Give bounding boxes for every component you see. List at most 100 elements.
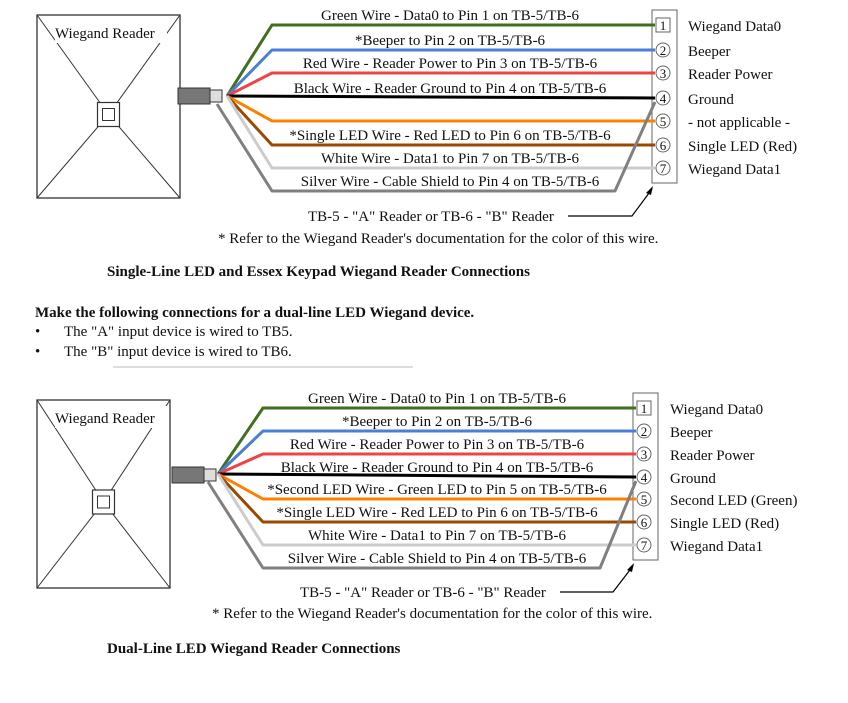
- footnote-1: * Refer to the Wiegand Reader's document…: [218, 231, 659, 247]
- cable-connector: [203, 468, 217, 482]
- wire-label: Green Wire - Data0 to Pin 1 on TB-5/TB-6: [321, 8, 579, 24]
- pin-number: 3: [641, 447, 648, 462]
- wire-8: [215, 101, 657, 193]
- wire-6: [225, 94, 655, 147]
- wire-label: *Beeper to Pin 2 on TB-5/TB-6: [355, 33, 546, 49]
- terminal-note: TB-5 - "A" Reader or TB-6 - "B" Reader: [308, 209, 554, 225]
- wire-2: [225, 48, 655, 98]
- wire-label: *Single LED Wire - Red LED to Pin 6 on T…: [276, 505, 598, 521]
- pin-circle: [636, 446, 652, 462]
- wire-label: White Wire - Data1 to Pin 7 on TB-5/TB-6: [308, 528, 566, 544]
- pin-number: 1: [660, 18, 667, 33]
- wire-8: [206, 480, 638, 570]
- pin-function: Reader Power: [688, 67, 773, 83]
- wire-label: *Second LED Wire - Green LED to Pin 5 on…: [267, 482, 607, 498]
- pin-circle: [636, 537, 652, 553]
- wire-3: [217, 452, 636, 476]
- pin-number: 6: [660, 138, 667, 153]
- pin-function: Wiegand Data1: [688, 162, 781, 178]
- pin-function: Wiegand Data0: [688, 19, 781, 35]
- reader-diagonal: [36, 501, 104, 589]
- wire-label: *Single LED Wire - Red LED to Pin 6 on T…: [289, 128, 611, 144]
- pin-circle: [636, 423, 652, 439]
- reader-center-inner: [97, 495, 110, 509]
- pin-number: 4: [641, 470, 648, 485]
- pin-number: 6: [641, 515, 648, 530]
- reader-label: Wiegand Reader: [55, 26, 155, 42]
- pin-number: 5: [641, 492, 648, 507]
- reader-diagonal: [36, 399, 104, 503]
- reader-label: Wiegand Reader: [55, 411, 155, 427]
- pin-number: 5: [660, 114, 667, 129]
- footnote-2: * Refer to the Wiegand Reader's document…: [212, 606, 653, 622]
- wire-7: [225, 95, 655, 170]
- pin-circle: [655, 65, 671, 81]
- pin-number: 4: [660, 91, 667, 106]
- pin-number: 3: [660, 66, 667, 81]
- bullet-item-b: The "B" input device is wired to TB6.: [64, 344, 292, 360]
- wire-2: [216, 429, 636, 476]
- pin-circle: [655, 113, 671, 129]
- wire-label: Red Wire - Reader Power to Pin 3 on TB-5…: [303, 56, 598, 72]
- wire-4: [217, 472, 637, 479]
- pin-function: Ground: [688, 92, 734, 108]
- pin-function: Single LED (Red): [670, 516, 779, 532]
- reader-diagonal: [36, 14, 109, 115]
- pin-square: [655, 17, 671, 33]
- pin-number: 2: [641, 424, 648, 439]
- wire-label: Silver Wire - Cable Shield to Pin 4 on T…: [288, 551, 587, 567]
- wire-5: [226, 94, 655, 123]
- pin-function: - not applicable -: [688, 115, 790, 131]
- pin-circle: [636, 469, 652, 485]
- bullet-item-a: The "A" input device is wired to TB5.: [64, 324, 293, 340]
- pin-number: 7: [660, 161, 667, 176]
- wire-label: Black Wire - Reader Ground to Pin 4 on T…: [294, 81, 607, 97]
- terminal-note: TB-5 - "A" Reader or TB-6 - "B" Reader: [300, 585, 546, 601]
- wire-5: [217, 472, 636, 501]
- cable-connector: [209, 89, 223, 103]
- pin-function: Wiegand Data0: [670, 402, 763, 418]
- wire-label: White Wire - Data1 to Pin 7 on TB-5/TB-6: [321, 151, 579, 167]
- single-line-led-wiring-diagram: Wiegand Reader Green Wire - Data0 to Pin …: [36, 8, 797, 225]
- wire-7: [216, 473, 636, 547]
- pin-function: Reader Power: [670, 448, 755, 464]
- reader-diagonal: [108, 14, 181, 115]
- pin-number: 1: [641, 401, 648, 416]
- wire-1: [216, 406, 636, 475]
- reader-diagonal: [108, 114, 181, 199]
- pin-function: Wiegand Data1: [670, 539, 763, 555]
- arrowhead-icon: [646, 186, 653, 195]
- wire-6: [216, 472, 636, 524]
- reader-diagonal: [103, 501, 171, 589]
- reader-label-bg: [55, 21, 167, 43]
- wire-label: Red Wire - Reader Power to Pin 3 on TB-5…: [290, 437, 585, 453]
- pin-circle: [636, 514, 652, 530]
- section-heading: Make the following connections for a dua…: [35, 305, 475, 321]
- wire-1: [225, 23, 655, 97]
- pin-circle: [655, 42, 671, 58]
- wire-label: Green Wire - Data0 to Pin 1 on TB-5/TB-6: [308, 391, 566, 407]
- pin-circle: [655, 160, 671, 176]
- bullet-icon: •: [35, 344, 41, 360]
- wire-3: [226, 71, 655, 98]
- arrowhead-icon: [627, 563, 634, 572]
- pin-circle: [655, 90, 671, 106]
- bullet-icon: •: [35, 324, 41, 340]
- wire-label: Black Wire - Reader Ground to Pin 4 on T…: [281, 460, 594, 476]
- pin-function: Beeper: [670, 425, 712, 441]
- pin-function: Ground: [670, 471, 716, 487]
- terminal-arrow: [560, 565, 634, 593]
- wire-4: [226, 94, 656, 100]
- pin-circle: [655, 137, 671, 153]
- caption-2: Dual-Line LED Wiegand Reader Connections: [107, 641, 401, 657]
- reader-label-bg: [55, 406, 167, 428]
- wire-label: *Beeper to Pin 2 on TB-5/TB-6: [342, 414, 533, 430]
- divider: [113, 366, 413, 368]
- pin-circle: [636, 491, 652, 507]
- wire-label: Silver Wire - Cable Shield to Pin 4 on T…: [301, 174, 600, 190]
- pin-number: 2: [660, 43, 667, 58]
- cable-jacket: [171, 466, 205, 484]
- pin-square: [636, 400, 652, 416]
- pin-function: Single LED (Red): [688, 139, 797, 155]
- caption-1: Single-Line LED and Essex Keypad Wiegand…: [107, 264, 530, 280]
